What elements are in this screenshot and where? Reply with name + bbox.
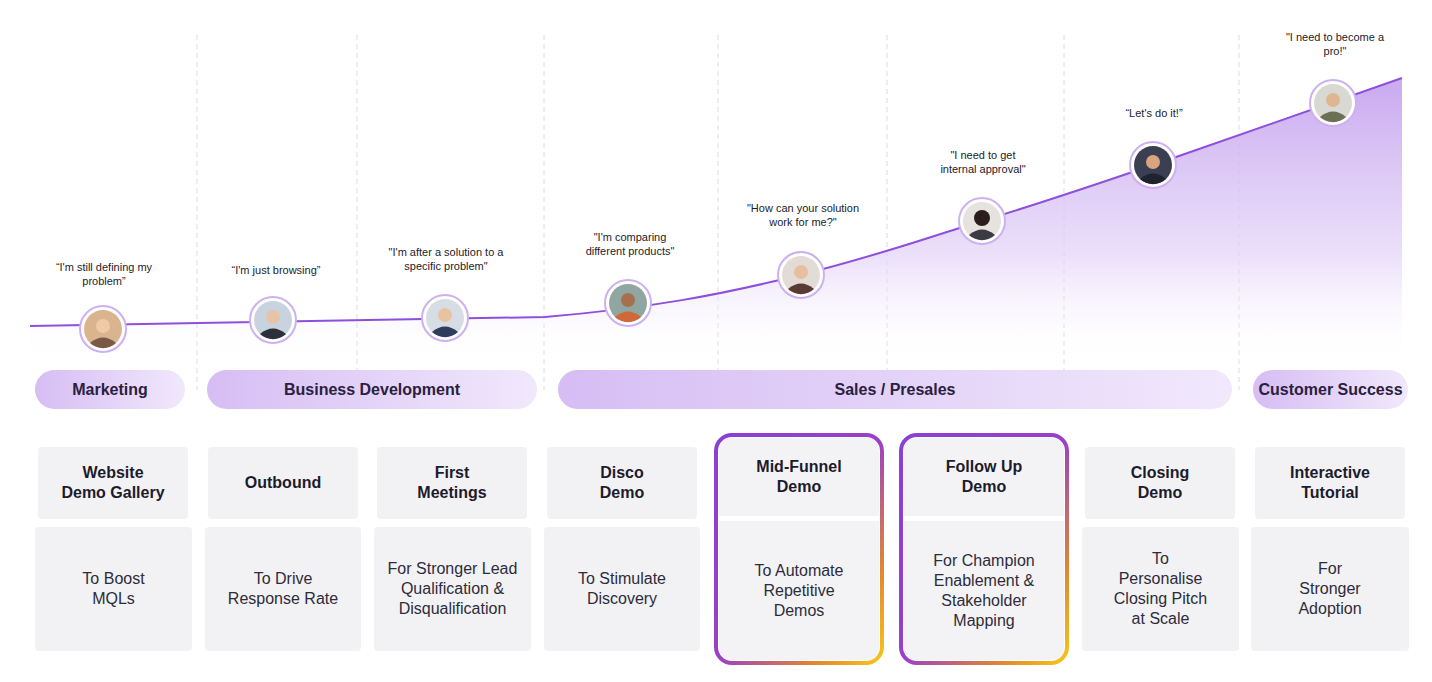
stage-purpose: For Stronger Adoption (1251, 527, 1409, 651)
node-text: Marketing (72, 380, 148, 400)
avatar-bg (782, 256, 820, 294)
persona-quote: "How can your solution work for me?" (745, 201, 861, 229)
avatar-ring (80, 306, 126, 352)
node-text: Disco Demo (587, 463, 657, 503)
phase-band: Marketing (35, 370, 185, 409)
avatar-ring (1310, 80, 1356, 126)
avatar-ring (250, 297, 296, 343)
avatar-bg (1314, 84, 1352, 122)
avatar-head (266, 310, 280, 324)
phase-band: Sales / Presales (558, 370, 1232, 409)
stage-purpose: For Stronger Lead Qualification & Disqua… (374, 527, 531, 651)
avatar-bg (963, 202, 1001, 240)
stage-header: Closing Demo (1085, 447, 1235, 519)
phase-band: Customer Success (1253, 370, 1408, 409)
avatar-ring (605, 280, 651, 326)
stage-purpose: To Automate Repetitive Demos (719, 521, 879, 660)
journey-area (30, 78, 1402, 365)
avatar-shoulders (260, 329, 286, 340)
highlight-frame (716, 435, 882, 663)
node-text: First Meetings (407, 463, 497, 503)
persona-quote: “I'm just browsing” (206, 263, 346, 277)
node-text: To Drive Response Rate (226, 569, 341, 609)
stage-header: Website Demo Gallery (38, 447, 188, 519)
stage-header: Outbound (208, 447, 358, 519)
avatar-shoulders (1140, 174, 1166, 185)
avatar-bg (254, 301, 292, 339)
stage-header: Interactive Tutorial (1255, 447, 1405, 519)
node-text: Closing Demo (1123, 463, 1198, 503)
persona-quote: "I need to get internal approval" (935, 148, 1031, 176)
persona-quote: “I'm still defining my problem” (45, 260, 163, 288)
avatar-bg (426, 299, 464, 337)
node-text: Mid-Funnel Demo (749, 457, 849, 497)
persona-quote: "I need to become a pro!" (1285, 30, 1385, 58)
node-text: To Automate Repetitive Demos (749, 561, 849, 621)
persona-quote: "I'm comparing different products" (579, 230, 681, 258)
node-text: Business Development (284, 380, 460, 400)
avatar-bg (609, 284, 647, 322)
node-text: For Stronger Lead Qualification & Disqua… (380, 559, 525, 619)
node-text: To Personalise Closing Pitch at Scale (1111, 549, 1211, 629)
node-text: To Boost MQLs (74, 569, 154, 609)
avatar-ring (778, 252, 824, 298)
avatar-head (1326, 93, 1340, 107)
persona-quote: "I'm after a solution to a specific prob… (382, 245, 510, 273)
stage-purpose: For Champion Enablement & Stakeholder Ma… (904, 521, 1064, 660)
avatar-shoulders (90, 338, 116, 349)
avatar-head (621, 293, 635, 307)
highlight-frame (901, 435, 1067, 663)
node-text: Follow Up Demo (937, 457, 1032, 497)
avatar-shoulders (1320, 112, 1346, 123)
avatar-shoulders (615, 312, 641, 323)
avatar-head (96, 319, 110, 333)
avatar-ring (422, 295, 468, 341)
avatar-bg (84, 310, 122, 348)
node-text: Interactive Tutorial (1283, 463, 1378, 503)
stage-header: Disco Demo (547, 447, 697, 519)
avatar-head (794, 265, 808, 279)
stage-purpose: To Boost MQLs (35, 527, 192, 651)
avatar-head (438, 308, 452, 322)
node-text: For Stronger Adoption (1290, 559, 1370, 619)
node-text: Sales / Presales (835, 380, 956, 400)
node-text: To Stimulate Discovery (570, 569, 675, 609)
journey-curve (30, 78, 1402, 326)
node-text: Customer Success (1258, 380, 1402, 400)
stage-purpose: To Stimulate Discovery (544, 527, 700, 651)
avatar-shoulders (788, 284, 814, 295)
avatar-bg (1134, 146, 1172, 184)
stage-header: Mid-Funnel Demo (719, 438, 879, 516)
node-text: Outbound (245, 473, 321, 493)
phase-band: Business Development (207, 370, 537, 409)
avatar-head (1146, 155, 1160, 169)
stage-header: First Meetings (377, 447, 527, 519)
persona-quote: “Let's do it!” (1094, 106, 1214, 120)
avatar-head (974, 210, 990, 226)
avatar-ring (1130, 142, 1176, 188)
node-text: For Champion Enablement & Stakeholder Ma… (929, 551, 1039, 631)
stage-purpose: To Drive Response Rate (205, 527, 361, 651)
stage-header: Follow Up Demo (904, 438, 1064, 516)
stage-purpose: To Personalise Closing Pitch at Scale (1082, 527, 1239, 651)
avatar-shoulders (969, 230, 995, 241)
avatar-shoulders (432, 327, 458, 338)
avatar-ring (959, 198, 1005, 244)
node-text: Website Demo Gallery (60, 463, 167, 503)
